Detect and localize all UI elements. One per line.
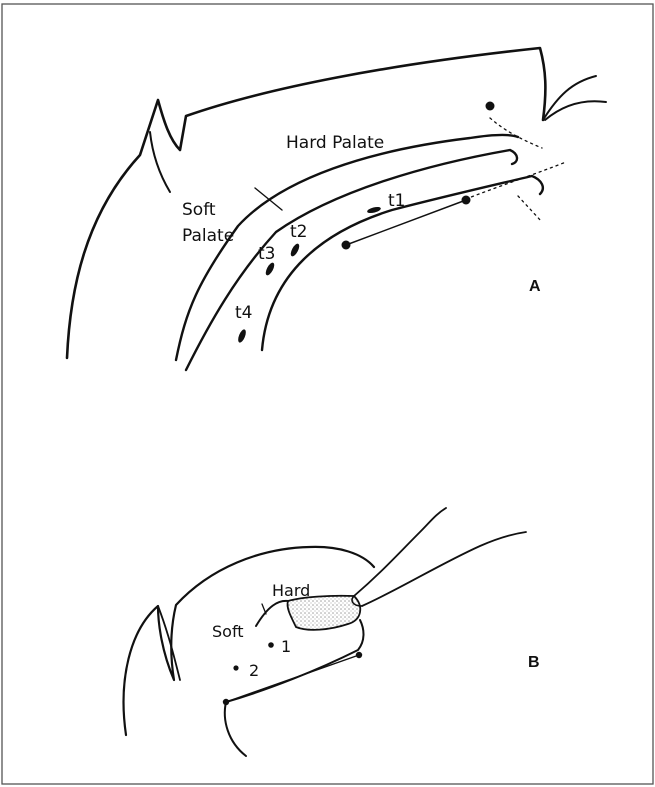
mark-t4 (237, 328, 248, 343)
panel-b: Hard Soft 1 2 B (124, 508, 540, 756)
chin-b (225, 702, 246, 756)
measurement-endpoint-b-front (356, 652, 362, 658)
label-t4: t4 (235, 303, 252, 323)
mark-t2 (289, 242, 301, 257)
dotted-line-upper (490, 118, 542, 148)
dotted-line-low (518, 196, 542, 222)
ear-fold (150, 132, 170, 192)
label-hard: Hard (272, 581, 310, 600)
label-1: 1 (281, 637, 291, 656)
mark-t1 (367, 206, 382, 214)
reference-point-upper (486, 102, 495, 111)
panel-a: Hard Palate Soft Palate t1 t2 t3 t4 A (67, 48, 606, 370)
muzzle-upper-line (543, 76, 596, 120)
mark-1 (268, 642, 274, 648)
dotted-line-mid (466, 162, 566, 199)
tube-lower-line (362, 532, 526, 606)
measurement-endpoint-rear (342, 241, 351, 250)
measurement-endpoint-front (462, 196, 471, 205)
label-hard-palate: Hard Palate (286, 133, 384, 153)
label-t2: t2 (290, 222, 307, 242)
label-2: 2 (249, 661, 259, 680)
label-soft-line2: Palate (182, 226, 234, 246)
label-t3: t3 (258, 244, 275, 264)
measurement-endpoint-b-rear (223, 699, 229, 705)
figure-frame (2, 4, 653, 784)
hard-palate-stipple (287, 596, 360, 630)
head-outline-b (124, 547, 374, 735)
hard-palate-oral-line (186, 150, 517, 370)
tube-upper-line (354, 508, 446, 596)
label-soft: Soft (212, 622, 244, 641)
panel-label-a: A (529, 278, 541, 295)
label-t1: t1 (388, 191, 405, 211)
soft-boundary-b (262, 604, 266, 614)
measurement-line-b (226, 655, 359, 702)
label-soft-line1: Soft (182, 200, 216, 220)
head-outline-a (67, 48, 545, 358)
mark-2 (233, 665, 238, 670)
palate-line-b (256, 601, 288, 626)
panel-label-b: B (528, 654, 540, 671)
